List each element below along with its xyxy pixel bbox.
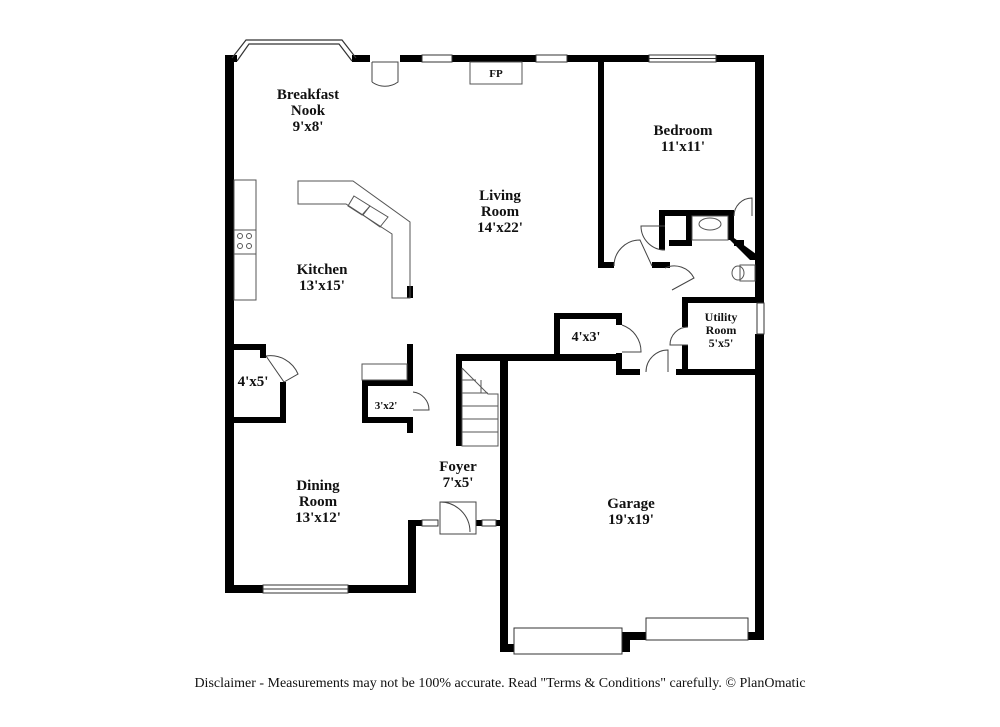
kitchen-counter [297, 180, 411, 299]
toilet [739, 264, 756, 282]
kitchen-sink [347, 195, 371, 216]
staircase [461, 367, 499, 447]
fireplace-label: FP [489, 68, 503, 80]
fixtures [233, 61, 756, 447]
bedroom-name: Bedroom [654, 123, 713, 139]
bedroom-size: 11'x11' [661, 139, 705, 155]
living-room-name-1: Living [479, 188, 521, 204]
bay-window [231, 39, 357, 62]
dining-room-name-1: Dining [296, 478, 340, 494]
utility-room-name-2: Room [706, 323, 737, 337]
foyer-name: Foyer [439, 459, 477, 475]
disclaimer-text: Disclaimer - Measurements may not be 100… [194, 676, 806, 691]
kitchen-size: 13'x15' [299, 278, 345, 294]
living-room-name-2: Room [481, 204, 520, 220]
garage-doors [513, 617, 749, 655]
foyer-size: 7'x5' [443, 475, 474, 491]
garage-door-left [513, 627, 623, 655]
breakfast-nook-name-2: Nook [291, 103, 326, 119]
windows [262, 54, 765, 594]
living-room-size: 14'x22' [477, 220, 523, 236]
garage-size: 19'x19' [608, 512, 654, 528]
kitchen-name: Kitchen [297, 262, 348, 278]
garage-door-right [645, 617, 749, 641]
breakfast-nook-size: 9'x8' [293, 119, 324, 135]
fireplace [469, 61, 523, 85]
dining-room-size: 13'x12' [295, 510, 341, 526]
breakfast-nook-name-1: Breakfast [277, 87, 339, 103]
closet-4x3-size: 4'x3' [572, 330, 601, 345]
utility-room-name-1: Utility [705, 310, 738, 324]
closet-3x2-size: 3'x2' [375, 400, 398, 412]
bath-vanity [691, 215, 729, 241]
doors [265, 61, 753, 535]
garage-name: Garage [607, 496, 655, 512]
utility-room-size: 5'x5' [709, 336, 734, 350]
closet-4x5-size: 4'x5' [238, 374, 269, 390]
dining-room-name-2: Room [299, 494, 338, 510]
counter-left [233, 179, 257, 301]
walls [225, 55, 764, 652]
room-labels: FP Breakfast Nook 9'x8' Bedroom 11'x11' … [238, 68, 738, 528]
